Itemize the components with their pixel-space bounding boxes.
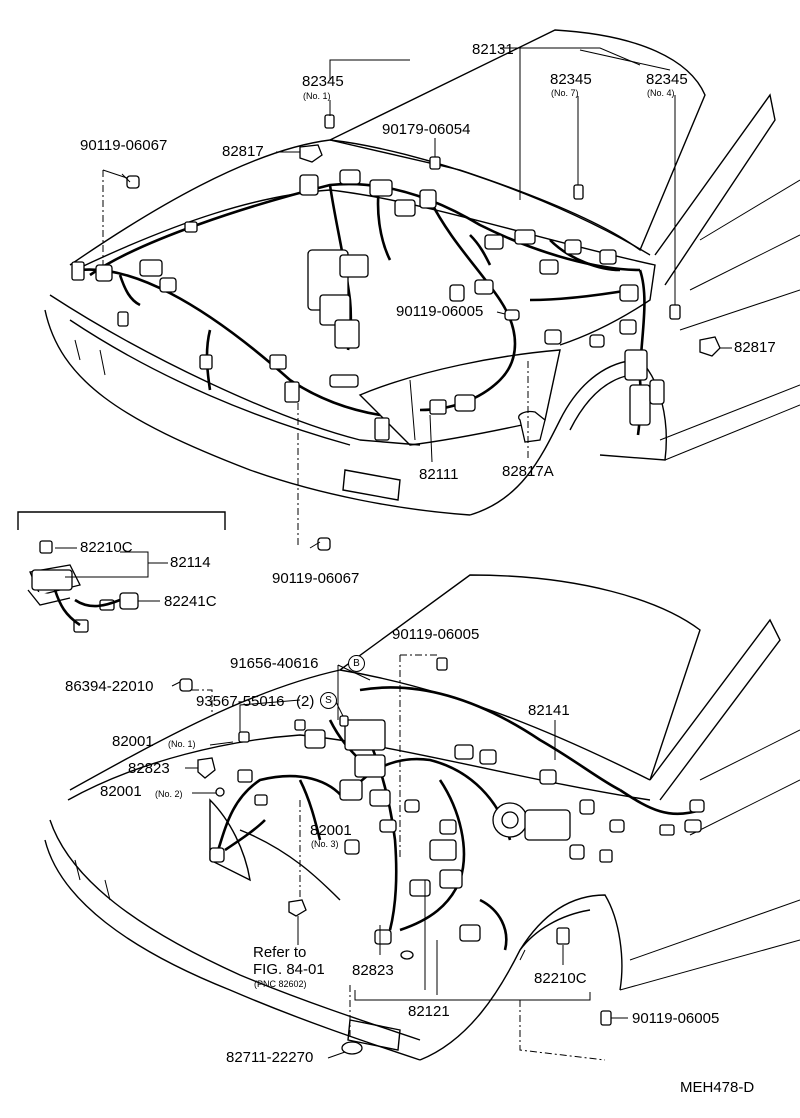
label-82210C-lower: 82210C [534, 970, 587, 987]
label-90179-06054: 90179-06054 [382, 121, 471, 138]
label-82001-no3-variant: (No. 3) [311, 839, 339, 849]
label-90119-06005-mid: 90119-06005 [396, 303, 484, 320]
label-82001-no2: 82001 [100, 783, 142, 800]
upper-leader-lines [102, 47, 732, 545]
label-82001-no1: 82001 [112, 733, 154, 750]
label-82131: 82131 [472, 41, 514, 58]
label-90119-06067-top: 90119-06067 [80, 137, 168, 154]
marker-b: B [348, 655, 365, 672]
label-82345-no1-variant: (No. 1) [303, 91, 331, 101]
label-82345-no4: 82345 [646, 71, 688, 88]
upper-connectors [71, 169, 665, 441]
label-82711-22270: 82711-22270 [226, 1049, 314, 1066]
label-quantity-2: (2) [296, 693, 315, 710]
marker-s: S [320, 692, 337, 709]
label-82210C-inset: 82210C [80, 539, 133, 556]
label-86394-22010: 86394-22010 [65, 678, 154, 695]
label-82114: 82114 [170, 554, 211, 571]
label-90119-06005-lower-top: 90119-06005 [392, 626, 480, 643]
lower-clips [171, 657, 612, 1055]
lower-car-body [44, 574, 800, 1061]
upper-car-body [44, 29, 800, 516]
label-refer-to: Refer to [253, 944, 307, 961]
label-82823-bottom: 82823 [352, 962, 394, 979]
label-82817-top: 82817 [222, 143, 264, 160]
label-82241C: 82241C [164, 593, 217, 610]
label-91656-40616: 91656-40616 [230, 655, 319, 672]
lower-wire-harness [213, 686, 701, 951]
inset-box [17, 511, 226, 633]
label-82111: 82111 [419, 466, 459, 483]
label-82345-no7-variant: (No. 7) [551, 88, 579, 98]
label-82001-no1-variant: (No. 1) [168, 739, 196, 749]
label-82817A: 82817A [502, 463, 554, 480]
figure-code: MEH478-D [680, 1079, 755, 1096]
label-refer-figure: FIG. 84-01 [253, 961, 325, 978]
label-90119-06005-lower-bottom: 90119-06005 [632, 1010, 720, 1027]
label-93567-55016: 93567-55016 [196, 693, 285, 710]
upper-clips [121, 114, 721, 551]
label-82817-right: 82817 [734, 339, 776, 356]
label-82001-no2-variant: (No. 2) [155, 789, 183, 799]
label-90119-06067-bottom: 90119-06067 [272, 570, 360, 587]
label-82001-no3: 82001 [310, 822, 352, 839]
label-82823-left: 82823 [128, 760, 170, 777]
label-refer-pnc: (PNC 82602) [254, 979, 307, 989]
label-82345-no4-variant: (No. 4) [647, 88, 675, 98]
label-82345-no7: 82345 [550, 71, 592, 88]
label-82141: 82141 [528, 702, 570, 719]
lower-connectors [209, 719, 705, 945]
label-82345-no1: 82345 [302, 73, 344, 90]
lower-leader-lines [185, 654, 628, 1061]
label-82121: 82121 [408, 1003, 450, 1020]
